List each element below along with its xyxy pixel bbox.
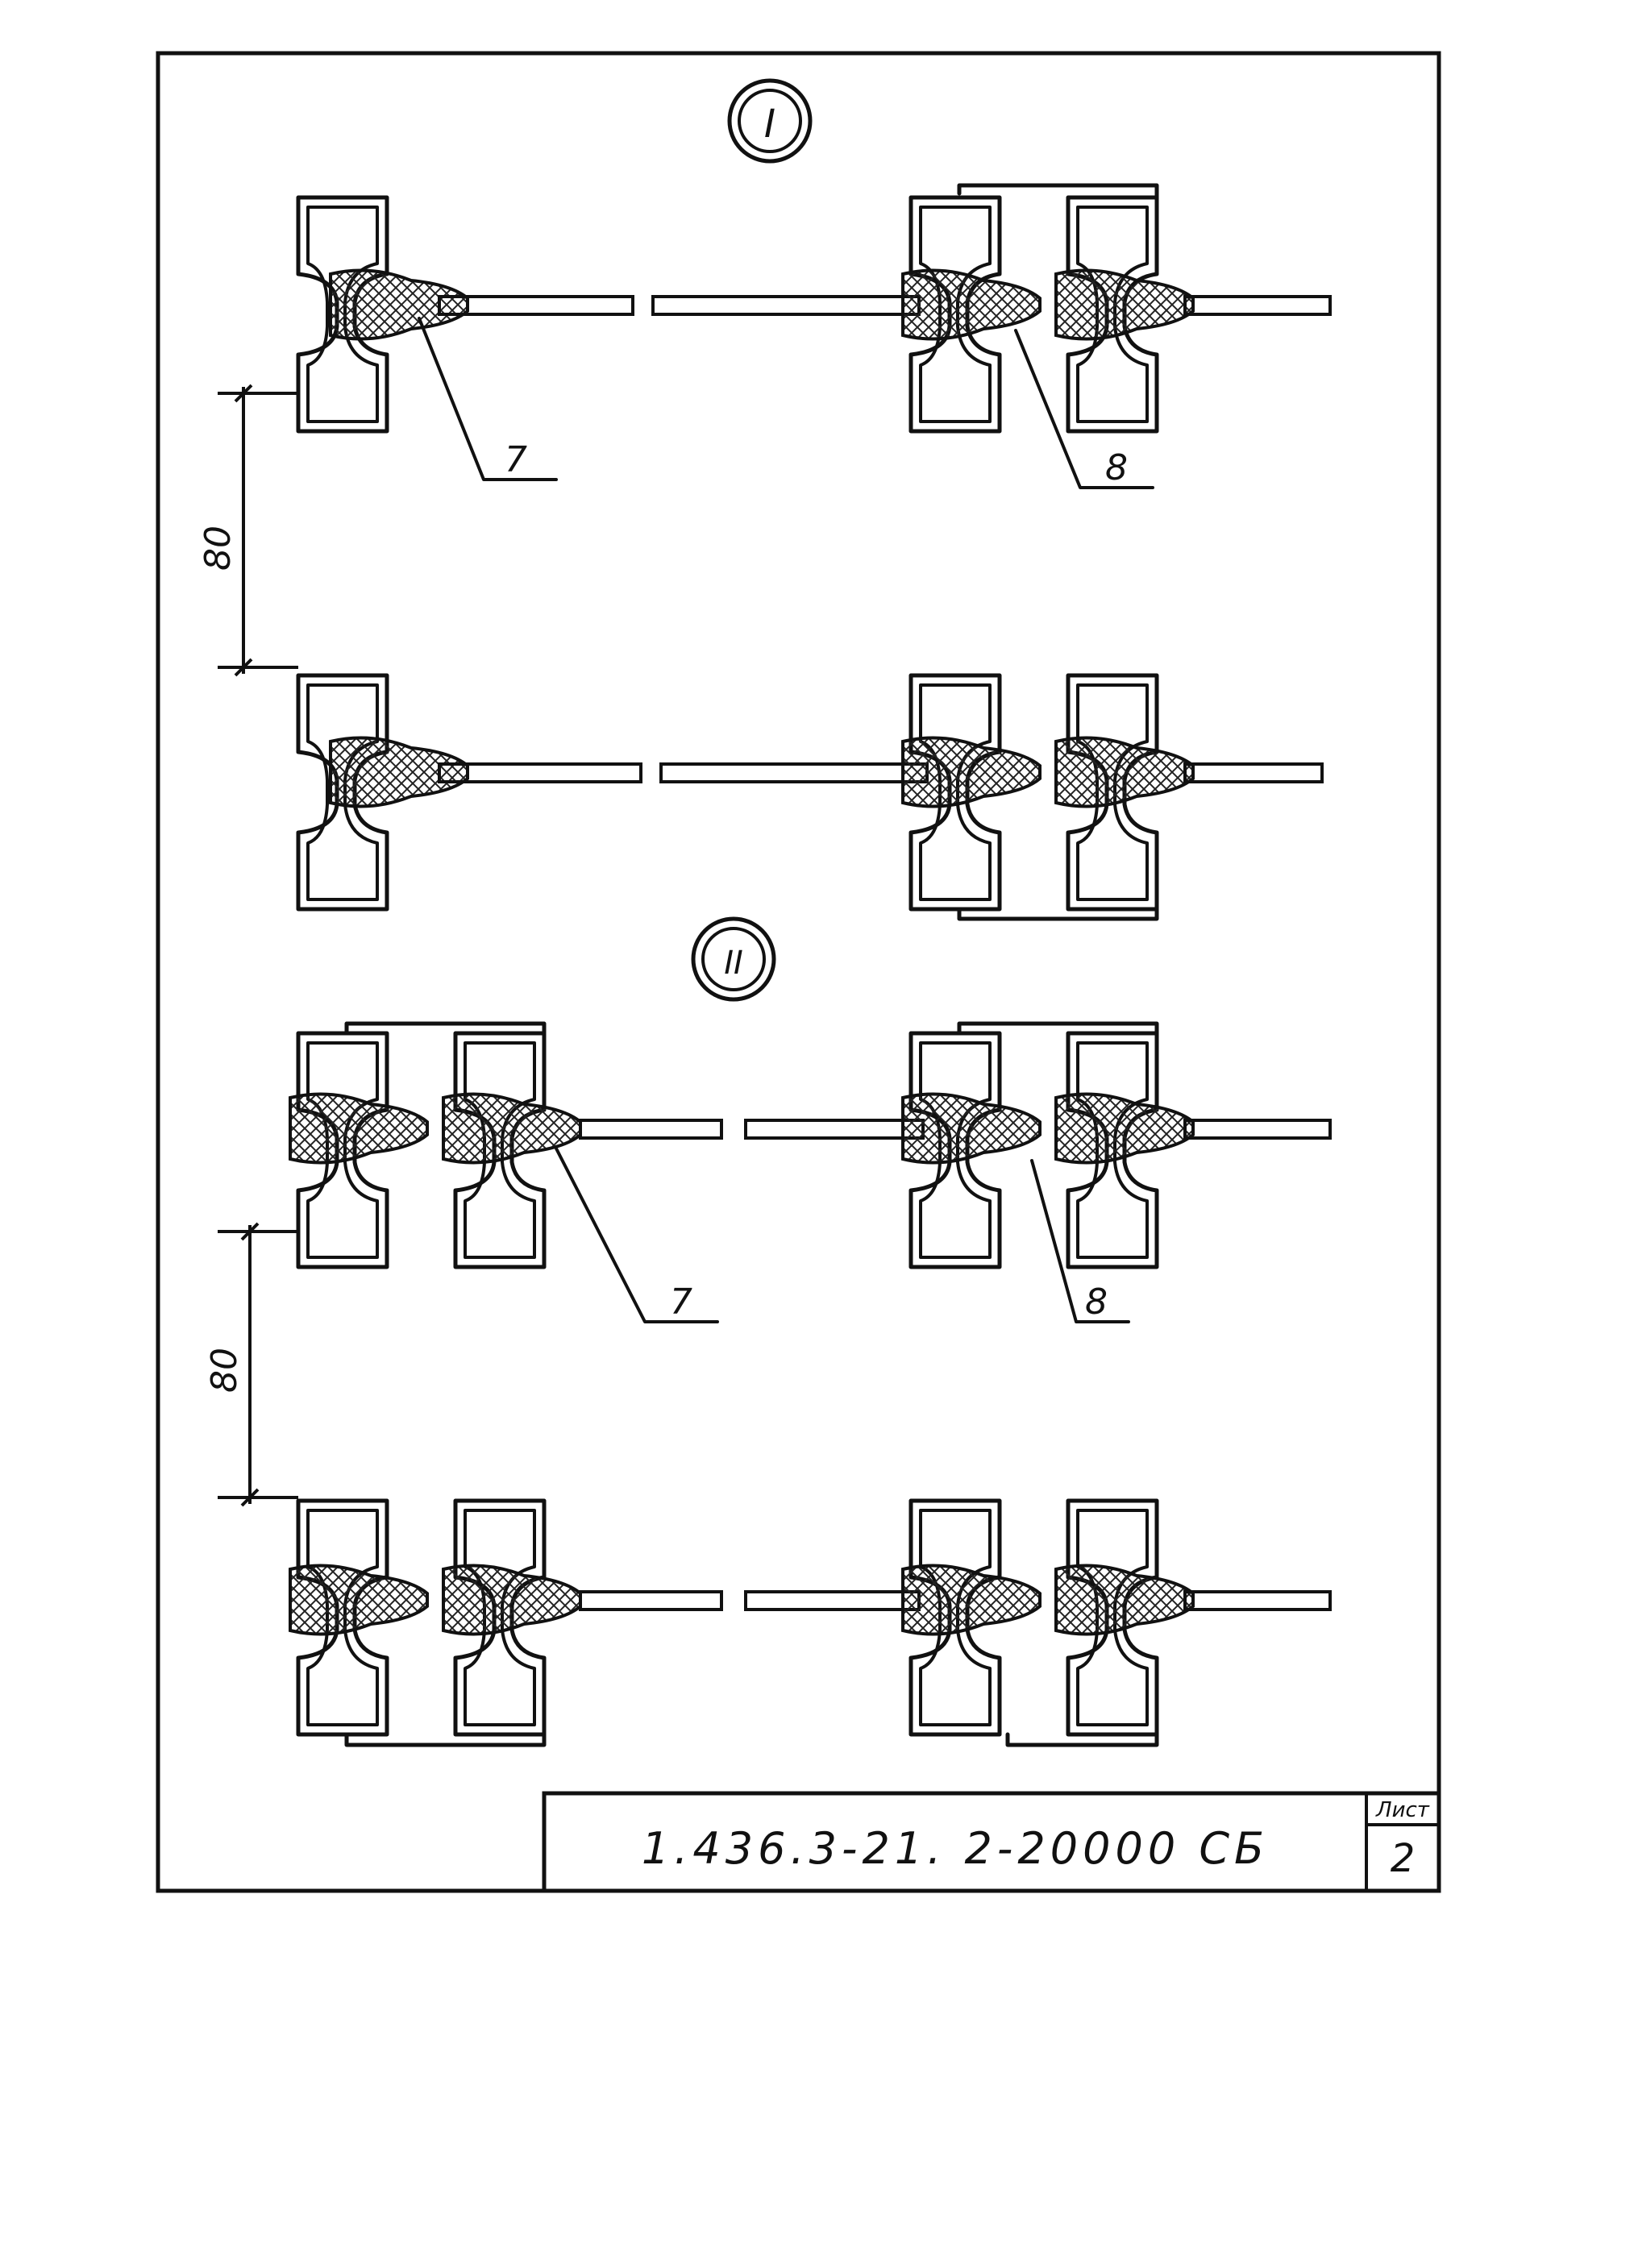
dimension-label: 80: [204, 1348, 245, 1393]
sheet-number: 2: [1391, 1836, 1416, 1881]
sheet-label: Лист: [1375, 1798, 1430, 1822]
view-marker-i: I: [727, 78, 813, 164]
view-marker-label: I: [764, 102, 775, 147]
title-block: 1.436.3-21. 2-20000 СБ Лист 2: [542, 1791, 1441, 1893]
dimension-80-view-i: 80: [197, 384, 298, 677]
view-marker-ii: II: [691, 916, 776, 1002]
drawing-code: 1.436.3-21. 2-20000 СБ: [642, 1823, 1269, 1874]
view-ii-row-2: [289, 1501, 1332, 1747]
view-ii-row-1: [289, 1021, 1332, 1267]
callout-label-7: 7: [505, 439, 527, 480]
callout-8-view-i: 8: [1014, 329, 1154, 489]
view-marker-label: II: [724, 945, 743, 982]
callout-7-view-ii: 7: [555, 1147, 719, 1323]
callout-label-8: 8: [1105, 447, 1128, 488]
callout-label-8: 8: [1085, 1281, 1108, 1323]
dimension-label: 80: [197, 525, 239, 571]
callout-8-view-ii: 8: [1030, 1159, 1130, 1323]
dimension-80-view-ii: 80: [204, 1222, 298, 1507]
view-i-row-2: [298, 675, 1324, 921]
callout-7-view-i: 7: [418, 317, 558, 481]
view-i-row-1: [298, 183, 1332, 431]
callout-label-7: 7: [670, 1281, 692, 1323]
